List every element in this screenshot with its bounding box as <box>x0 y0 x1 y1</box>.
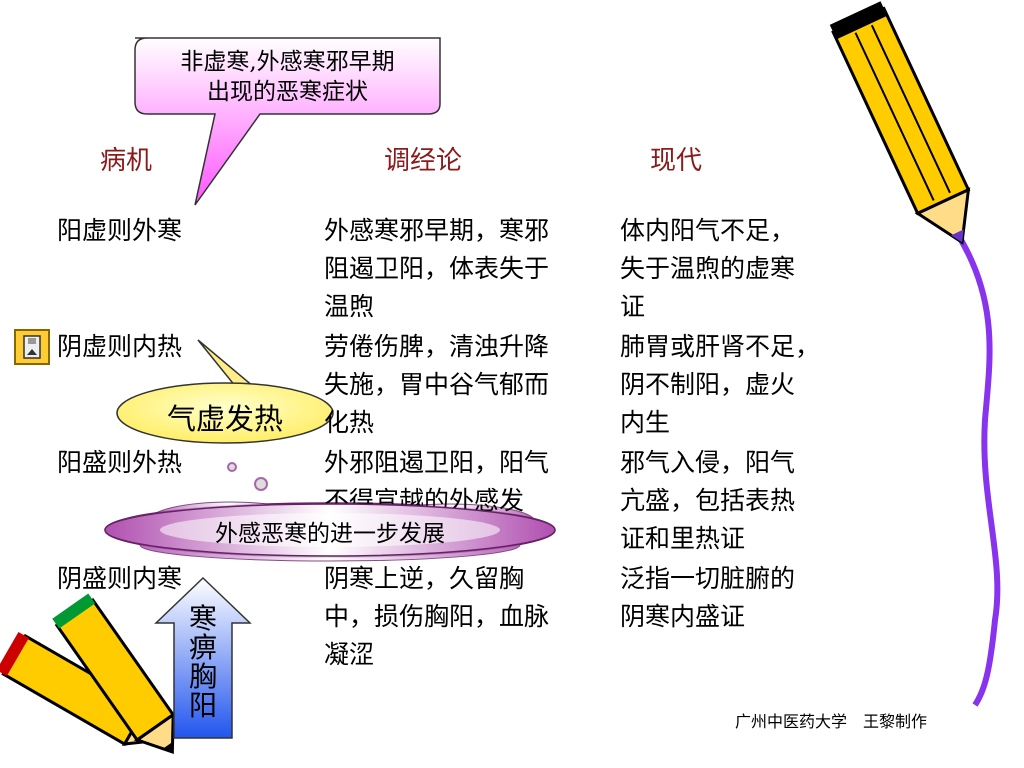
row4-classic: 阴寒上逆，久留胸 中，损伤胸阳，血脉 凝涩 <box>324 560 592 674</box>
arrow-label-char3: 胸 <box>188 660 217 693</box>
header-col3: 现代 <box>650 146 703 176</box>
header-col2: 调经论 <box>384 146 463 176</box>
oval-callout <box>116 339 334 444</box>
callout-top-line1: 非虚寒,外感寒邪早期 <box>180 49 395 75</box>
row1-mechanism: 阳虚则外寒 <box>57 216 183 245</box>
oval-callout-text: 气虚发热 <box>166 402 283 436</box>
row3-modern-line3: 证和里热证 <box>620 524 746 553</box>
row4-classic-line1: 阴寒上逆，久留胸 <box>324 564 525 593</box>
row4-classic-line2: 中，损伤胸阳，血脉 <box>324 602 550 631</box>
row1-classic-line3: 温煦 <box>324 292 375 321</box>
row1-modern: 体内阳气不足， 失于温煦的虚寒 证 <box>620 212 850 326</box>
row3-modern-line1: 邪气入侵，阳气 <box>620 448 796 477</box>
nav-action-button[interactable] <box>14 329 50 365</box>
pencil-icon <box>829 1 971 245</box>
footer-credit: 广州中医药大学 王黎制作 <box>735 714 928 731</box>
callout-top-text: 非虚寒,外感寒邪早期 出现的恶寒症状 <box>140 47 435 107</box>
row1-classic-line1: 外感寒邪早期，寒邪 <box>324 216 550 245</box>
row4-modern: 泛指一切脏腑的 阴寒内盛证 <box>620 560 850 636</box>
row1-classic-line2: 阻遏卫阳，体表失于 <box>324 254 550 283</box>
row2-classic-line2: 失施，胃中谷气郁而 <box>324 370 550 399</box>
row1-modern-line2: 失于温煦的虚寒 <box>620 254 796 283</box>
row3-modern: 邪气入侵，阳气 亢盛，包括表热 证和里热证 <box>620 444 850 558</box>
speech-callout-top <box>134 37 441 206</box>
row3-modern-line2: 亢盛，包括表热 <box>620 486 796 515</box>
cloud-callout-text: 外感恶寒的进一步发展 <box>215 521 445 547</box>
row2-mechanism: 阴虚则内热 <box>57 332 183 361</box>
row3-classic-line1: 外邪阻遏卫阳，阳气 <box>324 448 550 477</box>
row1-classic: 外感寒邪早期，寒邪 阻遏卫阳，体表失于 温煦 <box>324 212 592 326</box>
row4-modern-line1: 泛指一切脏腑的 <box>620 564 796 593</box>
row2-modern-line3: 内生 <box>620 408 671 437</box>
save-disk-icon <box>23 335 41 359</box>
row4-mechanism: 阴盛则内寒 <box>57 564 183 593</box>
row2-modern-line2: 阴不制阳，虚火 <box>620 370 796 399</box>
purple-curve-decoration <box>952 228 1001 707</box>
row1-modern-line1: 体内阳气不足， <box>620 216 796 245</box>
arrow-label-char4: 阳 <box>188 689 217 722</box>
row2-classic: 劳倦伤脾，清浊升降 失施，胃中谷气郁而 化热 <box>324 328 592 442</box>
row1-modern-line3: 证 <box>620 292 646 321</box>
header-col1: 病机 <box>100 146 153 176</box>
arrow-label: 寒 痹 胸 阳 <box>176 604 230 720</box>
row3-mechanism: 阳盛则外热 <box>57 448 183 477</box>
callout-top-line2: 出现的恶寒症状 <box>207 79 368 105</box>
up-arrow-shape <box>154 576 252 739</box>
row4-modern-line2: 阴寒内盛证 <box>620 602 746 631</box>
row2-modern-line1: 肺胃或肝肾不足， <box>620 332 821 361</box>
row2-classic-line1: 劳倦伤脾，清浊升降 <box>324 332 550 361</box>
row2-modern: 肺胃或肝肾不足， 阴不制阳，虚火 内生 <box>620 328 860 442</box>
row4-classic-line3: 凝涩 <box>324 640 375 669</box>
arrow-label-char1: 寒 <box>188 602 217 635</box>
arrow-label-char2: 痹 <box>188 631 217 664</box>
row2-classic-line3: 化热 <box>324 408 375 437</box>
row3-classic: 外邪阻遏卫阳，阳气 不得宣越的外感发 <box>324 444 592 520</box>
pencil-icon <box>52 593 176 754</box>
